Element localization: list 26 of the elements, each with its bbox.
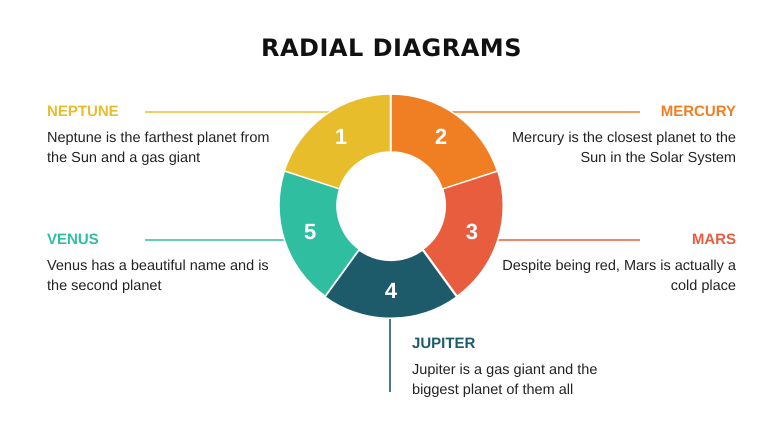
ring-segment — [284, 94, 391, 190]
leader-line — [145, 239, 284, 241]
diagram-title: RADIAL DIAGRAMS — [260, 34, 523, 62]
description-text: Venus has a beautiful name and is the second planet — [47, 257, 270, 296]
planet-heading: NEPTUNE — [47, 103, 119, 120]
ring-segment — [279, 171, 360, 297]
leader-line — [498, 239, 640, 241]
description-text: Despite being red, Mars is actually a cold place — [501, 257, 736, 296]
leader-line — [389, 318, 391, 392]
description-text: Jupiter is a gas giant and the biggest planet of them all — [412, 361, 598, 400]
segment-number: 3 — [466, 221, 478, 244]
leader-line — [452, 111, 640, 113]
description-text: Mercury is the closest planet to the Sun in the Solar System — [510, 129, 736, 168]
ring-segment — [391, 94, 498, 190]
description-text: Neptune is the farthest planet from the Sun and a gas giant — [47, 129, 270, 168]
planet-heading: JUPITER — [412, 335, 476, 352]
ring-segment — [422, 171, 503, 297]
leader-line — [145, 111, 330, 113]
segment-number: 5 — [304, 221, 316, 244]
planet-heading: MARS — [692, 231, 736, 248]
segment-number: 4 — [384, 280, 398, 302]
segment-number: 2 — [434, 126, 448, 148]
planet-heading: MERCURY — [660, 103, 736, 120]
planet-heading: VENUS — [47, 231, 99, 248]
segment-number: 1 — [334, 126, 348, 148]
ring-segment — [325, 250, 457, 318]
